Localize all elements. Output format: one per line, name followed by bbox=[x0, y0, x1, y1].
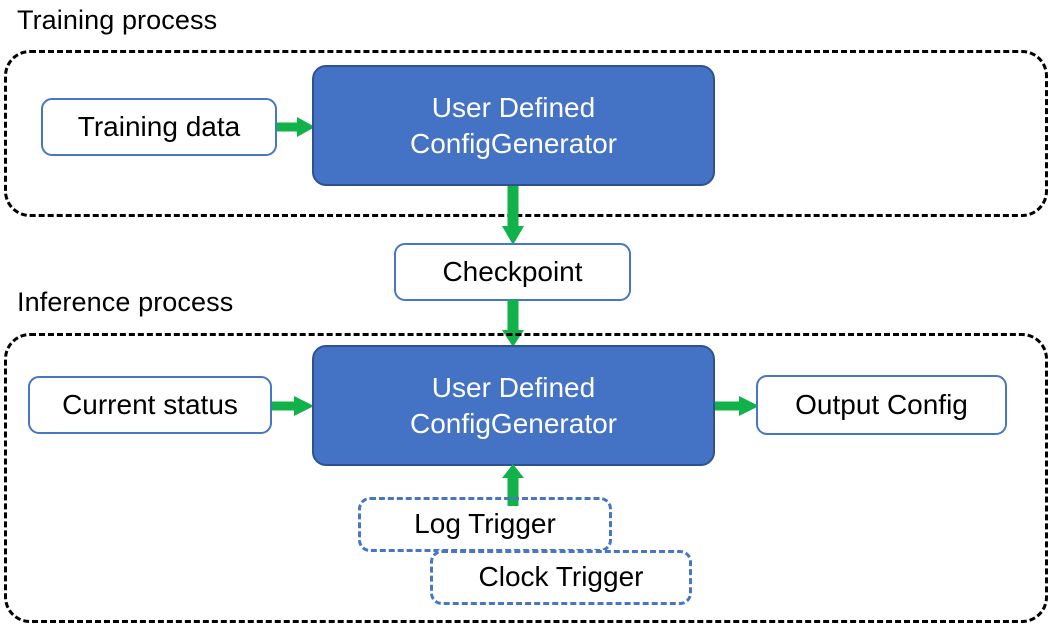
training-process-container bbox=[4, 50, 1048, 217]
node-output-config-label: Output Config bbox=[795, 388, 968, 420]
inference-process-container bbox=[4, 333, 1048, 623]
arrow-triggers-to-inference-generator bbox=[502, 464, 524, 506]
node-current-status-label: Current status bbox=[62, 388, 238, 420]
node-training-config-generator-line2: ConfigGenerator bbox=[409, 127, 617, 159]
node-training-data[interactable]: Training data bbox=[41, 98, 277, 156]
node-current-status[interactable]: Current status bbox=[28, 376, 272, 434]
node-output-config[interactable]: Output Config bbox=[756, 375, 1007, 435]
arrow-training-generator-to-checkpoint bbox=[502, 186, 524, 245]
node-inference-config-generator[interactable]: User Defined ConfigGenerator bbox=[312, 345, 715, 466]
arrow-current-status-to-inference-generator bbox=[272, 396, 314, 416]
node-training-config-generator[interactable]: User Defined ConfigGenerator bbox=[312, 65, 715, 186]
node-log-trigger-label: Log Trigger bbox=[414, 508, 556, 540]
node-inference-config-generator-line2: ConfigGenerator bbox=[409, 407, 617, 439]
node-clock-trigger[interactable]: Clock Trigger bbox=[430, 550, 692, 605]
node-clock-trigger-label: Clock Trigger bbox=[478, 561, 644, 593]
arrow-inference-generator-to-output-config bbox=[715, 396, 759, 416]
training-process-caption: Training process bbox=[17, 5, 218, 35]
node-inference-config-generator-line1: User Defined bbox=[431, 371, 596, 403]
arrow-training-data-to-generator bbox=[277, 117, 315, 137]
node-log-trigger[interactable]: Log Trigger bbox=[358, 497, 612, 552]
node-training-config-generator-line1: User Defined bbox=[431, 91, 596, 123]
node-checkpoint[interactable]: Checkpoint bbox=[394, 243, 631, 301]
node-training-data-label: Training data bbox=[77, 110, 241, 142]
inference-process-caption: Inference process bbox=[17, 287, 234, 317]
node-checkpoint-label: Checkpoint bbox=[442, 255, 583, 287]
